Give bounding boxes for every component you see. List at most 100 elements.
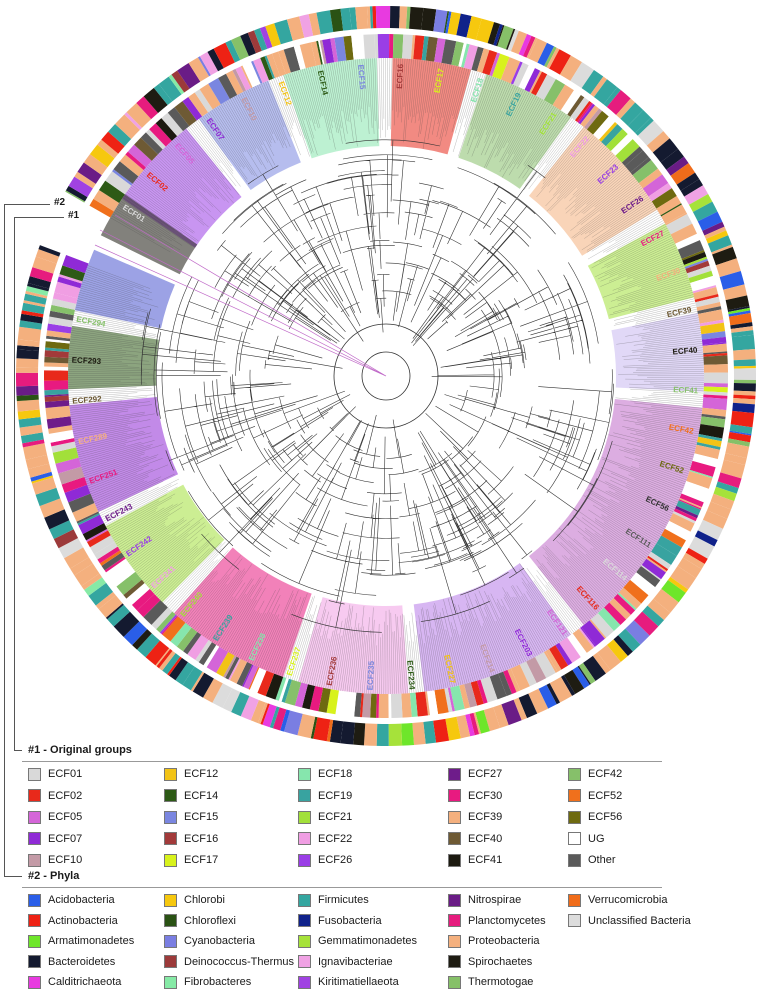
group-segment [149, 123, 172, 147]
legend-swatch [164, 810, 177, 824]
phyla-segment [475, 709, 490, 734]
group-segment [696, 302, 721, 312]
group-segment [598, 121, 618, 142]
group-segment [232, 68, 247, 92]
phyla-segment [560, 675, 576, 696]
group-segment [112, 169, 133, 186]
group-segment [52, 447, 79, 464]
phyla-segment [17, 409, 41, 420]
phyla-segment [702, 510, 728, 529]
group-segment [116, 571, 142, 596]
phyla-segment [22, 439, 45, 448]
phyla-segment [340, 7, 352, 31]
group-segment [661, 528, 686, 548]
group-segment [216, 652, 235, 677]
group-segment [552, 84, 574, 111]
legend-label: Verrucomicrobia [588, 894, 668, 906]
phyla-segment [77, 162, 102, 184]
legend-label: ECF52 [588, 789, 623, 802]
phyla-segment [313, 717, 331, 742]
phyla-segment [286, 16, 305, 41]
legend-swatch [448, 789, 461, 802]
phyla-segment [466, 16, 482, 40]
group-segment [278, 677, 289, 702]
legend-label: ECF05 [48, 811, 83, 823]
group-segment [458, 42, 467, 67]
clade-fan [198, 80, 301, 191]
group-segment [656, 196, 682, 216]
phyla-segment [465, 713, 475, 737]
legend-item: Thermotogae [448, 974, 533, 990]
phyla-segment [606, 90, 631, 115]
legend-swatch [568, 832, 581, 845]
group-segment [49, 310, 74, 321]
group-segment [86, 530, 111, 548]
group-segment [46, 330, 71, 339]
bracket-line-1 [14, 217, 15, 750]
group-segment [46, 416, 72, 429]
phyla-segment [447, 11, 461, 36]
phyla-segment [115, 114, 140, 139]
group-segment [617, 592, 637, 611]
bracket-tick-1 [14, 217, 64, 218]
group-segment [44, 400, 70, 408]
legend-label: Planctomycetes [468, 914, 546, 927]
root-circle [333, 323, 439, 429]
phyla-segment [613, 635, 633, 657]
group-segment [580, 627, 596, 647]
phyla-segment [136, 96, 159, 120]
phyla-segment [684, 185, 709, 205]
legend-swatch [28, 832, 41, 845]
group-segment [498, 671, 512, 696]
phyla-segment [705, 230, 729, 244]
phyla-segment [20, 313, 43, 324]
legend-label: ECF15 [184, 811, 219, 823]
group-segment [700, 322, 726, 335]
phyla-segment [578, 662, 596, 685]
phyla-segment [506, 28, 516, 50]
phyla-segment [646, 131, 670, 153]
group-segment [136, 593, 161, 618]
group-segment [346, 691, 357, 717]
group-segment [567, 94, 585, 117]
phyla-segment [17, 326, 42, 342]
phyla-segment [733, 368, 756, 381]
bracket-tick-2 [4, 204, 50, 205]
phyla-segment [260, 703, 270, 725]
phyla-segment [35, 487, 61, 507]
legend-label: Kiritimatiellaeota [318, 976, 399, 988]
group-segment [441, 39, 457, 65]
phyla-segment [89, 144, 115, 168]
phyla-segment [559, 55, 582, 81]
legend-swatch [298, 832, 311, 845]
phyla-segment [731, 330, 754, 338]
legend-item: ECF42 [568, 766, 622, 782]
group-segment [64, 484, 91, 503]
group-segment [519, 661, 537, 687]
phyla-segment [372, 6, 377, 29]
phyla-segment [685, 547, 708, 564]
phyla-segment [733, 349, 756, 361]
phyla-segment [732, 398, 756, 405]
legend-label: ECF02 [48, 789, 83, 802]
group-segment [44, 350, 69, 359]
group-segment [694, 293, 719, 303]
phyla-segment [74, 563, 100, 587]
phyla-segment [159, 650, 176, 671]
group-segment [62, 255, 89, 274]
phyla-segment [65, 185, 88, 202]
group-segment [702, 342, 727, 346]
group-segment [161, 615, 178, 635]
group-segment [581, 620, 605, 646]
phyla-segment [97, 139, 119, 159]
group-segment [187, 634, 209, 660]
legend-label: Thermotogae [468, 976, 534, 988]
phyla-segment [124, 112, 143, 130]
legend-swatch [164, 914, 177, 927]
phyla-segment [353, 722, 366, 746]
legend-swatch [568, 810, 581, 824]
phyla-segment [284, 710, 303, 736]
group-segment [447, 687, 455, 712]
legend-label: Deinococcus-Thermus [184, 955, 295, 968]
group-segment [679, 493, 704, 508]
